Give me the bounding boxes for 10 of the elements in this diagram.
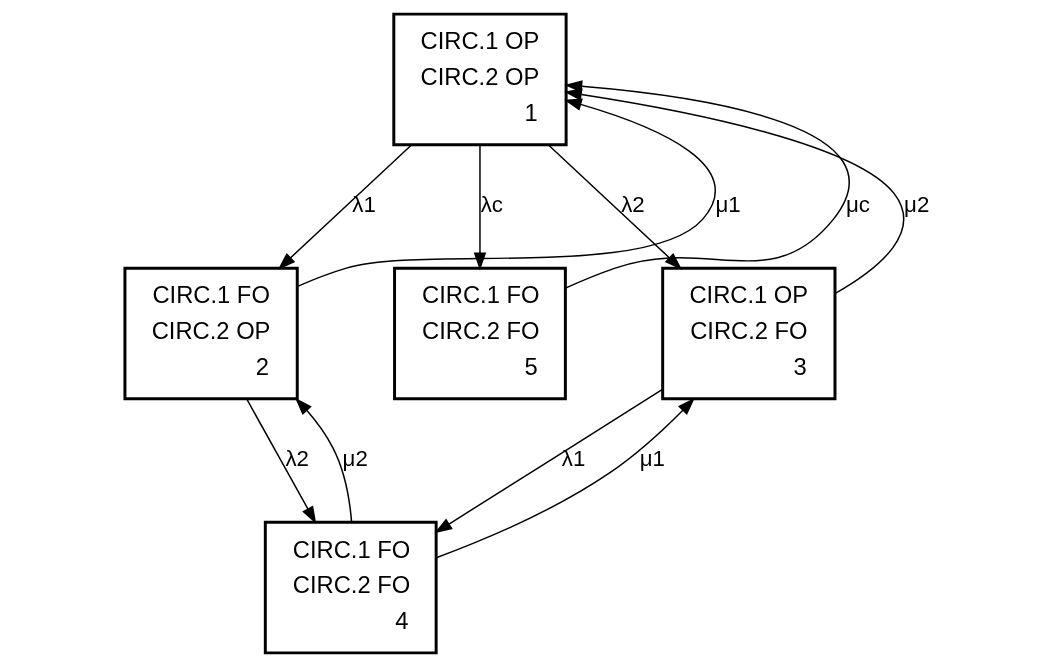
edge-label: λ2 <box>285 445 310 471</box>
edge-label: λc <box>480 191 503 217</box>
edge-label: μ2 <box>342 445 368 471</box>
edge-label: λ1 <box>561 445 586 471</box>
edge-label: μ1 <box>639 445 665 471</box>
edge-label: λ1 <box>352 191 376 217</box>
edge-label: λ2 <box>621 191 645 217</box>
edge-label: μ1 <box>715 191 741 217</box>
edge-label: μc <box>846 191 870 217</box>
edge-label: μ2 <box>904 191 930 217</box>
